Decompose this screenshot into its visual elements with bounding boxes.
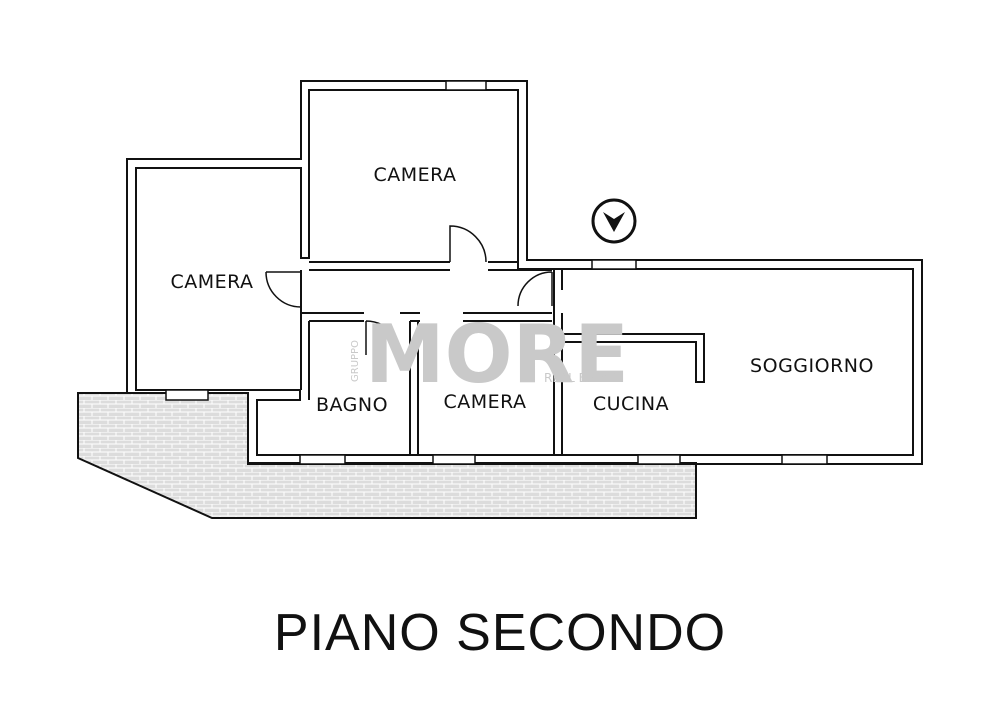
entrance-arrow-icon <box>591 198 637 244</box>
door-swings <box>265 225 553 356</box>
watermark-sub: REAL ESTATE <box>544 371 622 385</box>
room-label-bagno: BAGNO <box>316 394 388 416</box>
room-label-camera-mid: CAMERA <box>443 391 526 413</box>
room-label-soggiorno: SOGGIORNO <box>750 355 874 377</box>
watermark: MORE REAL ESTATE GRUPPO <box>350 308 629 401</box>
watermark-brand: MORE <box>365 308 629 401</box>
watermark-prefix: GRUPPO <box>350 340 361 382</box>
room-label-camera-left: CAMERA <box>170 271 253 293</box>
interior-walls <box>300 261 705 455</box>
room-label-camera-top: CAMERA <box>373 164 456 186</box>
floor-title: PIANO SECONDO <box>273 604 727 662</box>
windows <box>165 80 828 465</box>
room-label-cucina: CUCINA <box>593 393 669 415</box>
